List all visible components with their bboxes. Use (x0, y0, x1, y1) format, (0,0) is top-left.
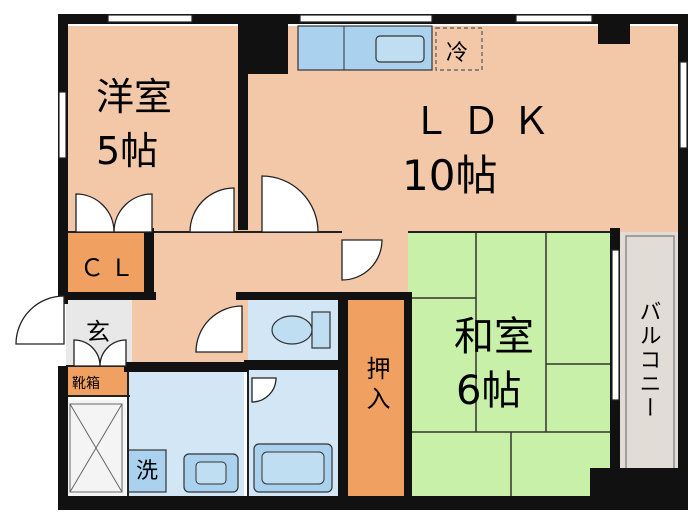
washer-space (127, 449, 167, 493)
shoe-box (66, 366, 130, 396)
shoe-box-label: 靴箱 (72, 376, 100, 392)
windows (58, 14, 688, 401)
door-bath (251, 377, 277, 403)
kitchen-counter (297, 25, 483, 71)
balcony-label: バルコニー (636, 300, 661, 420)
oshiire-closet (344, 296, 408, 496)
japanese-room-size: 6帖 (456, 368, 521, 414)
tatami-lines (408, 232, 614, 496)
basin-bowl (195, 461, 227, 485)
hallway-upper (152, 232, 342, 296)
sink (375, 35, 425, 63)
door-japanese (341, 239, 383, 281)
japanese-room-name: 和室 (454, 314, 534, 360)
fridge-label: 冷 (446, 41, 468, 66)
storage-x (69, 403, 123, 493)
bathtub-basin (261, 451, 325, 485)
oshiire-label: 押入 (362, 356, 390, 416)
western-room-name: 洋室 (96, 75, 172, 119)
door-cl-right (113, 193, 153, 233)
balcony (618, 232, 680, 496)
ldk-room-size: 10帖 (402, 151, 497, 200)
door-toilet (195, 305, 243, 353)
closet-cl (66, 232, 152, 296)
doors (15, 175, 383, 403)
entrance-label: 玄 (86, 318, 110, 346)
western-room-size: 5帖 (96, 129, 158, 173)
door-ldk (261, 175, 319, 233)
ldk-room-name: ＬＤＫ (412, 99, 562, 143)
fridge-space (435, 27, 483, 71)
toilet (271, 311, 331, 349)
door-western (189, 187, 235, 233)
door-entrance (15, 295, 65, 345)
closet-label: ＣＬ (80, 254, 140, 282)
door-shoebox-right (99, 339, 127, 367)
washer-label: 洗 (136, 459, 158, 484)
